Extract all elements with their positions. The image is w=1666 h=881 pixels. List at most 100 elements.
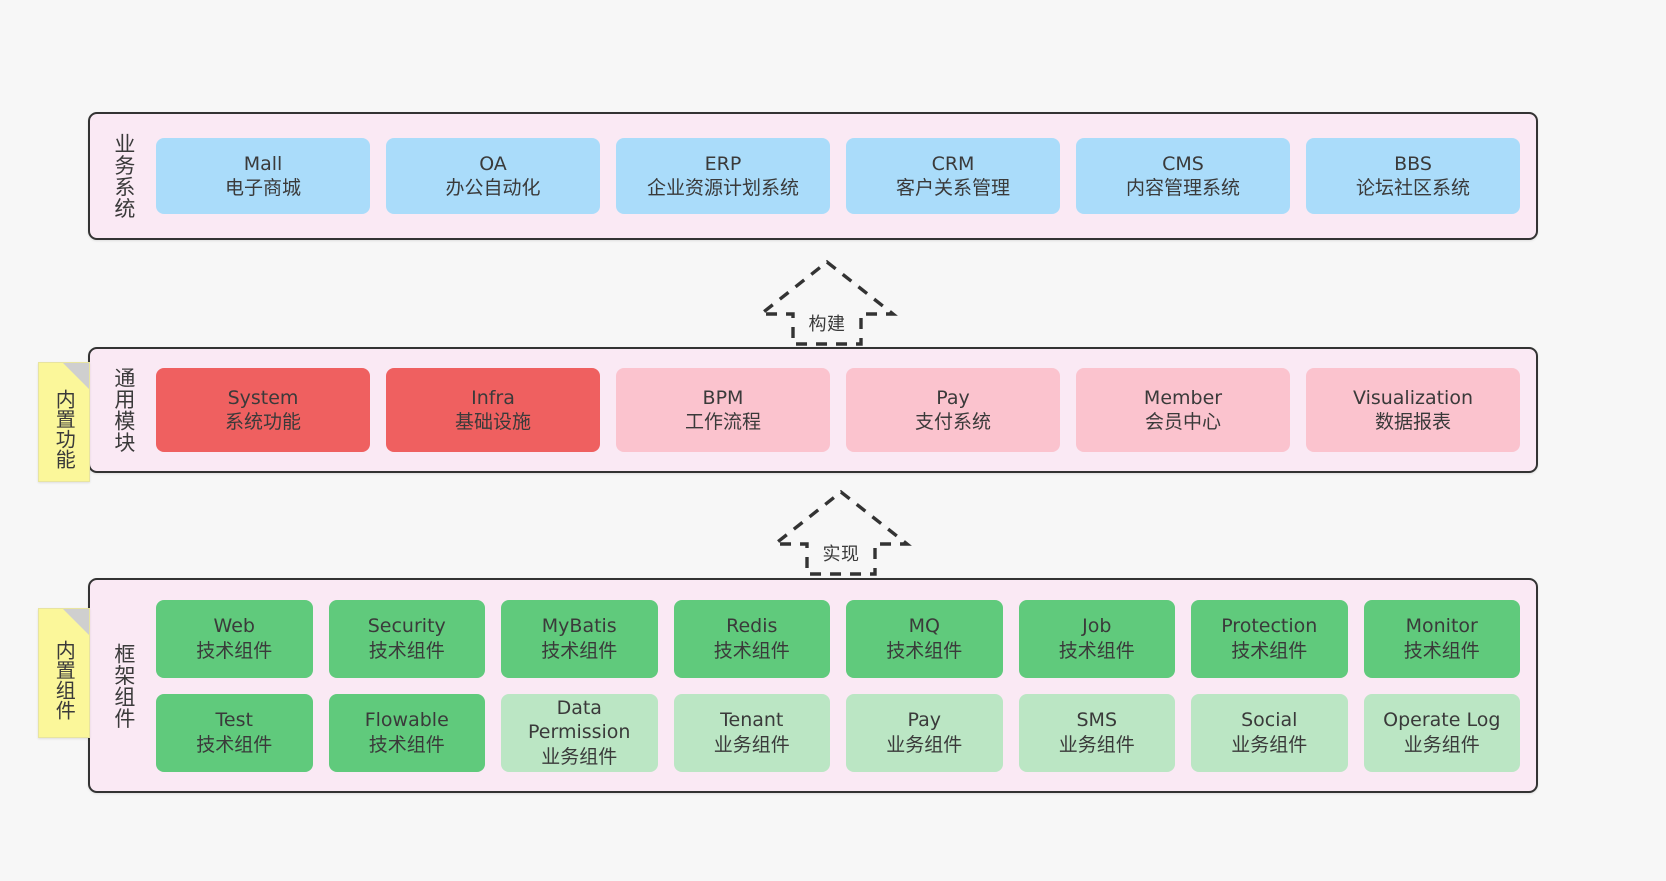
framework-business-row: Test 技术组件 Flowable 技术组件 Data Permission … xyxy=(156,693,1520,772)
node-subtitle: 技术组件 xyxy=(886,639,963,662)
node-pay-module[interactable]: Pay 支付系统 xyxy=(846,368,1060,452)
node-subtitle: 技术组件 xyxy=(196,639,273,662)
sticky-note-builtin-components: 内置组件 xyxy=(38,608,90,738)
node-title: Tenant xyxy=(720,709,784,732)
node-web[interactable]: Web 技术组件 xyxy=(156,599,313,678)
node-title: BBS xyxy=(1394,152,1432,175)
node-cms[interactable]: CMS 内容管理系统 xyxy=(1076,138,1290,214)
node-member[interactable]: Member 会员中心 xyxy=(1076,368,1290,452)
node-visualization[interactable]: Visualization 数据报表 xyxy=(1306,368,1520,452)
node-subtitle: 技术组件 xyxy=(368,733,445,756)
node-subtitle: 技术组件 xyxy=(368,639,445,662)
node-erp[interactable]: ERP 企业资源计划系统 xyxy=(616,138,830,214)
node-title: ERP xyxy=(704,152,742,175)
node-subtitle: 内容管理系统 xyxy=(1125,177,1240,199)
node-security[interactable]: Security 技术组件 xyxy=(328,599,485,678)
node-title: Job xyxy=(1082,615,1112,638)
node-title: SMS xyxy=(1076,709,1117,732)
node-subtitle: 论坛社区系统 xyxy=(1355,177,1470,199)
node-bbs[interactable]: BBS 论坛社区系统 xyxy=(1306,138,1520,214)
arrow-build-label: 构建 xyxy=(808,314,846,335)
node-subtitle: 系统功能 xyxy=(224,411,301,433)
node-title: Data Permission xyxy=(528,697,631,744)
node-sms[interactable]: SMS 业务组件 xyxy=(1018,693,1175,772)
node-subtitle: 业务组件 xyxy=(1231,733,1308,756)
layer-framework-components: 框架组件 Web 技术组件 Security 技术组件 MyBatis 技术组件… xyxy=(88,578,1538,793)
node-subtitle: 技术组件 xyxy=(1403,639,1480,662)
node-subtitle: 业务组件 xyxy=(886,733,963,756)
page-fold-icon xyxy=(63,363,89,389)
arrow-implement-label: 实现 xyxy=(822,544,860,565)
node-subtitle: 技术组件 xyxy=(541,639,618,662)
sticky-note-label: 内置组件 xyxy=(52,640,77,720)
node-subtitle: 会员中心 xyxy=(1144,411,1221,433)
node-mq[interactable]: MQ 技术组件 xyxy=(846,599,1003,678)
sticky-note-builtin-features: 内置功能 xyxy=(38,362,90,482)
layer-common-title: 通用模块 xyxy=(111,367,136,453)
node-title: Protection xyxy=(1221,615,1318,638)
node-title: Redis xyxy=(726,615,778,638)
framework-tech-row: Web 技术组件 Security 技术组件 MyBatis 技术组件 Redi… xyxy=(156,599,1520,678)
node-pay-component[interactable]: Pay 业务组件 xyxy=(846,693,1003,772)
node-social[interactable]: Social 业务组件 xyxy=(1191,693,1348,772)
node-system[interactable]: System 系统功能 xyxy=(156,368,370,452)
node-infra[interactable]: Infra 基础设施 xyxy=(386,368,600,452)
node-subtitle: 业务组件 xyxy=(1058,733,1135,756)
node-crm[interactable]: CRM 客户关系管理 xyxy=(846,138,1060,214)
node-flowable[interactable]: Flowable 技术组件 xyxy=(328,693,485,772)
node-subtitle: 电子商城 xyxy=(224,177,301,199)
business-node-row: Mall 电子商城 OA 办公自动化 ERP 企业资源计划系统 CRM 客户关系… xyxy=(156,138,1520,214)
arrow-implement: 实现 xyxy=(770,488,912,576)
node-subtitle: 业务组件 xyxy=(1403,733,1480,756)
node-title: Flowable xyxy=(364,709,449,732)
node-subtitle: 技术组件 xyxy=(1058,639,1135,662)
node-mall[interactable]: Mall 电子商城 xyxy=(156,138,370,214)
node-test[interactable]: Test 技术组件 xyxy=(156,693,313,772)
node-subtitle: 工作流程 xyxy=(684,411,761,433)
node-subtitle: 客户关系管理 xyxy=(895,177,1010,199)
node-subtitle: 支付系统 xyxy=(914,411,991,433)
page-fold-icon xyxy=(63,609,89,635)
arrow-build-shape xyxy=(756,259,898,346)
node-job[interactable]: Job 技术组件 xyxy=(1018,599,1175,678)
layer-common-body: System 系统功能 Infra 基础设施 BPM 工作流程 Pay 支付系统… xyxy=(146,349,1536,471)
node-title: OA xyxy=(479,152,507,175)
node-subtitle: 办公自动化 xyxy=(445,177,541,199)
node-title: Infra xyxy=(471,386,515,409)
sticky-note-label: 内置功能 xyxy=(52,389,77,469)
node-data-permission[interactable]: Data Permission 业务组件 xyxy=(501,693,658,772)
node-oa[interactable]: OA 办公自动化 xyxy=(386,138,600,214)
node-title: CMS xyxy=(1162,152,1204,175)
node-title: MQ xyxy=(908,615,940,638)
node-title: Social xyxy=(1241,709,1298,732)
node-title: Web xyxy=(213,615,255,638)
node-title: MyBatis xyxy=(541,615,617,638)
node-title: Pay xyxy=(907,709,942,732)
layer-framework-title: 框架组件 xyxy=(111,642,136,729)
node-operate-log[interactable]: Operate Log 业务组件 xyxy=(1363,693,1520,772)
node-bpm[interactable]: BPM 工作流程 xyxy=(616,368,830,452)
common-node-row: System 系统功能 Infra 基础设施 BPM 工作流程 Pay 支付系统… xyxy=(156,368,1520,452)
arrow-implement-shape xyxy=(770,489,912,576)
layer-business-title: 业务系统 xyxy=(111,133,136,219)
node-tenant[interactable]: Tenant 业务组件 xyxy=(673,693,830,772)
node-title: Monitor xyxy=(1405,615,1478,638)
node-monitor[interactable]: Monitor 技术组件 xyxy=(1363,599,1520,678)
node-subtitle: 技术组件 xyxy=(713,639,790,662)
node-title: Operate Log xyxy=(1383,709,1501,732)
node-mybatis[interactable]: MyBatis 技术组件 xyxy=(501,599,658,678)
node-title: Test xyxy=(215,709,253,732)
node-title: Visualization xyxy=(1352,386,1473,409)
node-title: CRM xyxy=(931,152,975,175)
node-subtitle: 业务组件 xyxy=(541,745,618,768)
node-title: Pay xyxy=(936,386,970,409)
node-subtitle: 企业资源计划系统 xyxy=(646,177,799,199)
node-protection[interactable]: Protection 技术组件 xyxy=(1191,599,1348,678)
layer-business-body: Mall 电子商城 OA 办公自动化 ERP 企业资源计划系统 CRM 客户关系… xyxy=(146,114,1536,238)
node-subtitle: 业务组件 xyxy=(713,733,790,756)
node-subtitle: 基础设施 xyxy=(454,411,531,433)
layer-framework-body: Web 技术组件 Security 技术组件 MyBatis 技术组件 Redi… xyxy=(146,580,1536,791)
arrow-build: 构建 xyxy=(756,258,898,346)
node-redis[interactable]: Redis 技术组件 xyxy=(673,599,830,678)
